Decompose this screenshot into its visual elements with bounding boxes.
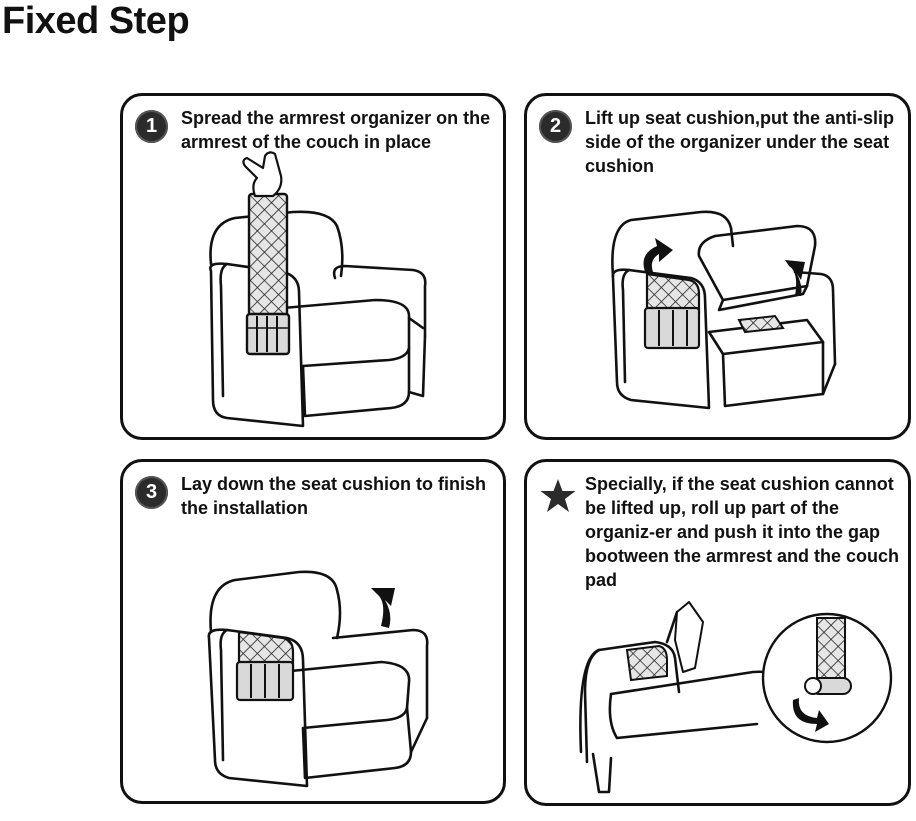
page-title: Fixed Step	[2, 0, 190, 42]
special-note-panel: Specially, if the seat cushion cannot be…	[524, 459, 911, 806]
step-number-badge: 1	[135, 110, 168, 143]
armchair-illustration	[611, 210, 837, 410]
armchair-illustration	[207, 570, 429, 788]
step-2-panel: 2 Lift up seat cushion,put the anti-slip…	[524, 93, 911, 440]
step-instruction: Lift up seat cushion,put the anti-slip s…	[585, 108, 894, 176]
star-icon	[540, 479, 576, 512]
step-number-badge: 3	[135, 476, 168, 509]
step-1-panel: 1 Spread the armrest organizer on the ar…	[120, 93, 506, 440]
step-instruction: Lay down the seat cushion to finish the …	[181, 474, 487, 518]
step-instruction: Spread the armrest organizer on the armr…	[181, 108, 491, 152]
armchair-illustration	[209, 151, 427, 428]
armchair-closeup-illustration	[579, 601, 893, 794]
special-instruction: Specially, if the seat cushion cannot be…	[585, 474, 900, 590]
step-number-badge: 2	[539, 110, 572, 143]
step-3-panel: 3 Lay down the seat cushion to finish th…	[120, 459, 506, 804]
